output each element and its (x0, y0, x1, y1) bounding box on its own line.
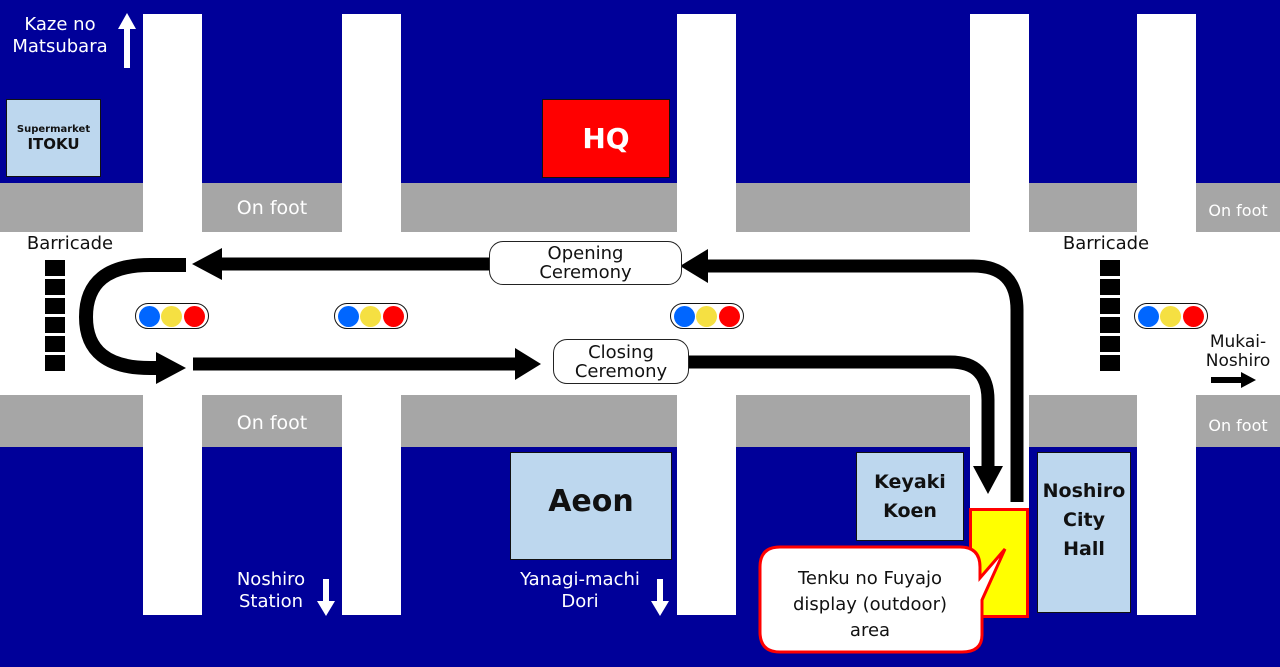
label-line: Mukai- (1209, 332, 1267, 352)
barricade-label-east: Barricade (1062, 233, 1150, 254)
label-line: display (outdoor) (792, 594, 947, 615)
barricade-block (45, 260, 65, 276)
barricade-block (1100, 279, 1120, 295)
barricade-block (1100, 355, 1120, 371)
label-line: Ceremony (539, 262, 632, 283)
signal-yellow-lamp (696, 305, 718, 327)
label-line: Ceremony (574, 360, 668, 382)
traffic-signal-3 (670, 303, 744, 329)
signal-yellow-lamp (1160, 305, 1182, 327)
label-line: Dori (561, 591, 599, 612)
signal-blue-lamp (138, 305, 160, 327)
signal-blue-lamp (337, 305, 359, 327)
on-foot-band-bottom (0, 395, 1280, 447)
signal-red-lamp (1183, 305, 1205, 327)
arrow-down-icon (317, 579, 335, 616)
building-keyaki-koen: Keyaki Koen (856, 452, 964, 541)
label-line: Station (239, 591, 303, 612)
signal-blue-lamp (1137, 305, 1159, 327)
on-foot-label: On foot (1208, 416, 1268, 435)
building-aeon: Aeon (510, 452, 672, 560)
barricade-block (45, 355, 65, 371)
route-closing-path (688, 355, 995, 470)
arrow-down-icon (973, 466, 1003, 494)
building-label: Noshiro (1042, 480, 1126, 502)
barricade-block (45, 298, 65, 314)
arrow-left-icon (192, 248, 222, 280)
signal-yellow-lamp (360, 305, 382, 327)
signal-yellow-lamp (161, 305, 183, 327)
label-line: Noshiro (1205, 351, 1271, 371)
on-foot-label: On foot (236, 197, 308, 219)
arrow-up-icon (118, 13, 136, 68)
traffic-signal-2 (334, 303, 408, 329)
barricade-label-west: Barricade (26, 233, 114, 254)
barricade-block (45, 336, 65, 352)
label-line: area (849, 620, 891, 641)
callout-text: Tenku no Fuyajo display (outdoor) area (760, 566, 980, 644)
on-foot-label: On foot (1208, 201, 1268, 220)
building-label: City (1063, 509, 1105, 531)
direction-label-kaze-no-matsubara: Kaze no Matsubara (2, 14, 118, 58)
building-label: Keyaki (874, 470, 946, 493)
barricade-east (1100, 260, 1120, 374)
building-label: Supermarket (16, 123, 91, 135)
barricade-block (1100, 298, 1120, 314)
closing-ceremony-label: Closing Ceremony (553, 339, 689, 384)
building-label: Aeon (548, 483, 634, 519)
building-supermarket-itoku: Supermarket ITOKU (6, 99, 101, 177)
barricade-block (1100, 317, 1120, 333)
direction-label-yanagi-machi-dori: Yanagi-machi Dori (508, 569, 652, 613)
traffic-signal-1 (135, 303, 209, 329)
label-line: Matsubara (12, 36, 108, 57)
building-label: HQ (582, 122, 630, 155)
arrow-down-icon (651, 579, 669, 616)
label-line: Opening (547, 243, 624, 264)
direction-label-noshiro-station: Noshiro Station (225, 569, 317, 613)
arrow-right-icon (515, 348, 541, 380)
signal-blue-lamp (673, 305, 695, 327)
barricade-block (1100, 336, 1120, 352)
arrow-left-icon (680, 249, 708, 283)
arrow-right-icon (1211, 372, 1256, 388)
signal-red-lamp (383, 305, 405, 327)
label-line: Tenku no Fuyajo (797, 568, 943, 589)
traffic-signal-4 (1134, 303, 1208, 329)
signal-red-lamp (719, 305, 741, 327)
label-line: Yanagi-machi (520, 569, 640, 590)
arrow-right-icon (156, 352, 186, 384)
building-noshiro-city-hall: Noshiro City Hall (1037, 452, 1131, 613)
signal-red-lamp (184, 305, 206, 327)
building-label: ITOKU (27, 134, 80, 153)
opening-ceremony-label: Opening Ceremony (489, 241, 682, 285)
building-label: Koen (883, 499, 937, 522)
label-line: Kaze no (24, 14, 96, 35)
direction-label-mukai-noshiro: Mukai- Noshiro (1196, 333, 1280, 371)
barricade-west (45, 260, 65, 374)
on-foot-label: On foot (236, 412, 308, 434)
barricade-block (1100, 260, 1120, 276)
label-line: Noshiro (236, 569, 306, 590)
barricade-block (45, 279, 65, 295)
building-hq: HQ (542, 99, 670, 178)
route-uturn (78, 258, 186, 375)
barricade-block (45, 317, 65, 333)
label-line: Closing (588, 341, 654, 363)
building-label: Hall (1063, 538, 1105, 560)
on-foot-band-top (0, 183, 1280, 232)
route-opening-path (705, 259, 1024, 502)
